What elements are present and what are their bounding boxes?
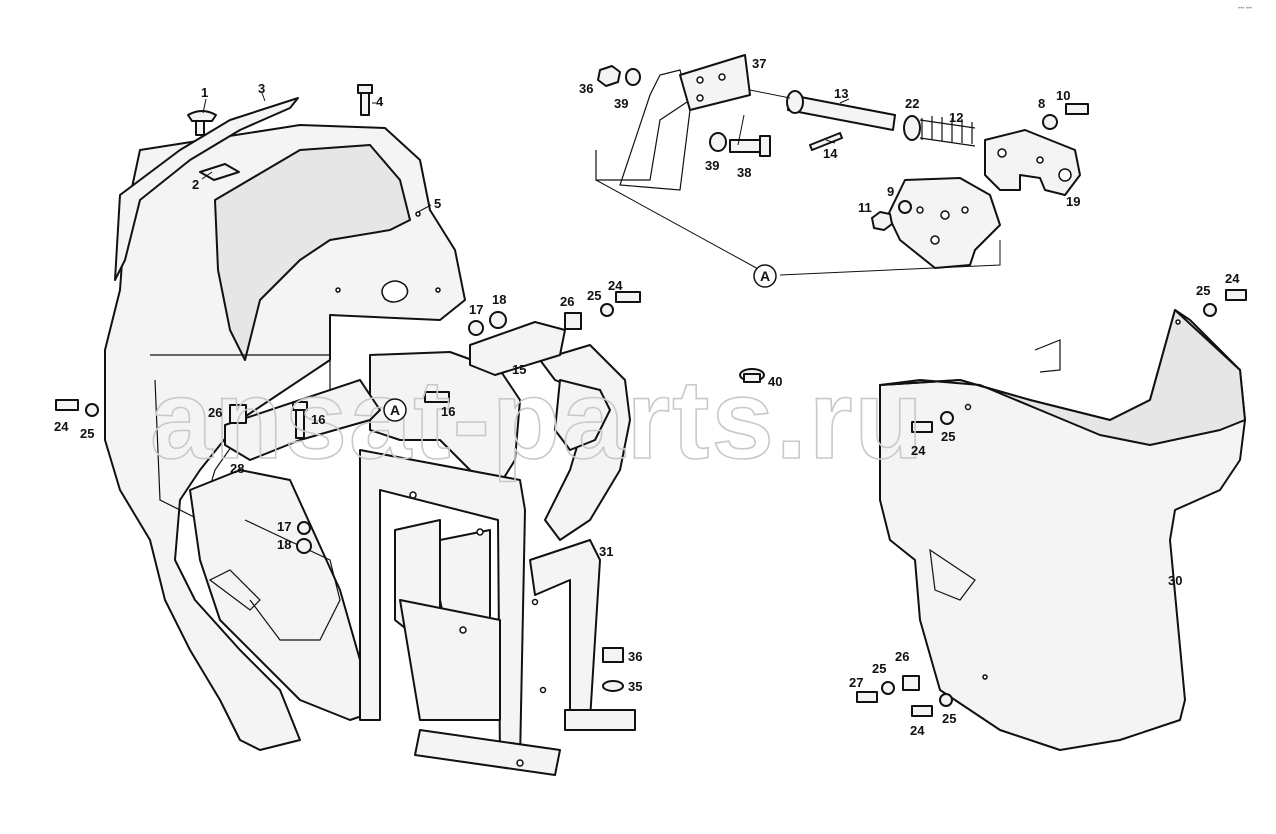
label-16a: 16 — [311, 412, 325, 427]
bolt-16-left — [292, 401, 308, 439]
label-26a: 26 — [560, 294, 574, 309]
label-4: 4 — [376, 94, 384, 109]
right-fasteners — [856, 289, 1247, 717]
clip-26-upper — [564, 312, 582, 330]
label-38: 38 — [737, 165, 751, 180]
label-24d: 24 — [911, 443, 926, 458]
label-5: 5 — [434, 196, 441, 211]
label-39b: 39 — [705, 158, 719, 173]
label-35: 35 — [628, 679, 642, 694]
frame-a-callout-label: A — [390, 402, 400, 418]
bolt-16-center — [424, 391, 450, 403]
label-22: 22 — [905, 96, 919, 111]
frame-a-callout: A — [383, 398, 407, 422]
label-26c: 26 — [895, 649, 909, 664]
label-11: 11 — [858, 200, 872, 215]
label-28: 28 — [230, 461, 244, 476]
washer-25-left — [85, 403, 99, 417]
block-9 — [887, 177, 1001, 269]
nut-36-lower — [602, 647, 624, 663]
washer-39-upper — [625, 68, 641, 86]
nut-11 — [871, 211, 893, 231]
label-12: 12 — [949, 110, 963, 125]
clip-2 — [199, 163, 240, 181]
label-3: 3 — [258, 81, 265, 96]
label-31: 31 — [599, 544, 613, 559]
detail-a-callout: A — [753, 264, 777, 288]
bolt-38 — [729, 135, 771, 157]
screw-1 — [187, 110, 217, 136]
bolt-24-left — [55, 399, 79, 411]
label-15: 15 — [512, 362, 526, 377]
label-36a: 36 — [579, 81, 593, 96]
detail-a-assembly — [595, 54, 1089, 276]
pin-14 — [809, 132, 843, 151]
label-25a: 25 — [587, 288, 601, 303]
top-trim-piece — [114, 97, 299, 281]
label-37: 37 — [752, 56, 766, 71]
part-numbers: 1 2 3 4 5 8 9 10 11 12 13 14 15 16 16 17… — [54, 56, 1240, 738]
label-39a: 39 — [614, 96, 628, 111]
nut-18-lower — [296, 538, 312, 554]
label-17a: 17 — [469, 302, 483, 317]
nut-36-upper — [597, 65, 621, 87]
bolt-10 — [1065, 103, 1089, 115]
label-27: 27 — [849, 675, 863, 690]
label-25d: 25 — [941, 429, 955, 444]
detail-a-callout-label: A — [760, 268, 770, 284]
label-17b: 17 — [277, 519, 291, 534]
label-40: 40 — [768, 374, 782, 389]
washer-8 — [1042, 114, 1058, 130]
label-10: 10 — [1056, 88, 1070, 103]
leader-lines — [201, 89, 850, 213]
washer-39-lower — [709, 132, 727, 152]
label-26b: 26 — [208, 405, 222, 420]
label-25b: 25 — [80, 426, 94, 441]
washer-35 — [602, 680, 624, 692]
screw-4 — [357, 84, 373, 116]
washer-25-upper — [600, 303, 614, 317]
spring-12 — [919, 116, 976, 147]
right-cover — [879, 309, 1246, 751]
bolt-24-upper — [615, 291, 641, 303]
label-2: 2 — [192, 177, 199, 192]
plate-19 — [984, 129, 1081, 196]
bracket-15 — [469, 321, 566, 376]
ring-22 — [903, 115, 921, 141]
washer-9b — [898, 200, 912, 214]
label-14: 14 — [823, 146, 838, 161]
label-24c: 24 — [1225, 271, 1240, 286]
label-30: 30 — [1168, 573, 1182, 588]
label-25c: 25 — [1196, 283, 1210, 298]
label-19: 19 — [1066, 194, 1080, 209]
watermark-text: ansat-parts.ru — [150, 357, 925, 482]
label-9: 9 — [887, 184, 894, 199]
plug-40 — [739, 368, 765, 383]
label-24a: 24 — [608, 278, 623, 293]
label-13: 13 — [834, 86, 848, 101]
label-24b: 24 — [54, 419, 69, 434]
nut-17-lower — [297, 521, 311, 535]
clip-26-left — [229, 404, 247, 424]
left-side-cover — [104, 124, 466, 751]
label-18a: 18 — [492, 292, 506, 307]
shaft-13 — [786, 90, 896, 131]
nut-17-upper — [468, 320, 484, 336]
nut-18-upper — [489, 311, 507, 329]
label-24e: 24 — [910, 723, 925, 738]
label-25f: 25 — [942, 711, 956, 726]
label-25e: 25 — [872, 661, 886, 676]
center-frame — [359, 344, 636, 776]
label-18b: 18 — [277, 537, 291, 552]
label-36b: 36 — [628, 649, 642, 664]
label-8: 8 — [1038, 96, 1045, 111]
corner-mark: ••• ••• — [1238, 6, 1252, 12]
label-16b: 16 — [441, 404, 455, 419]
label-1: 1 — [201, 85, 208, 100]
